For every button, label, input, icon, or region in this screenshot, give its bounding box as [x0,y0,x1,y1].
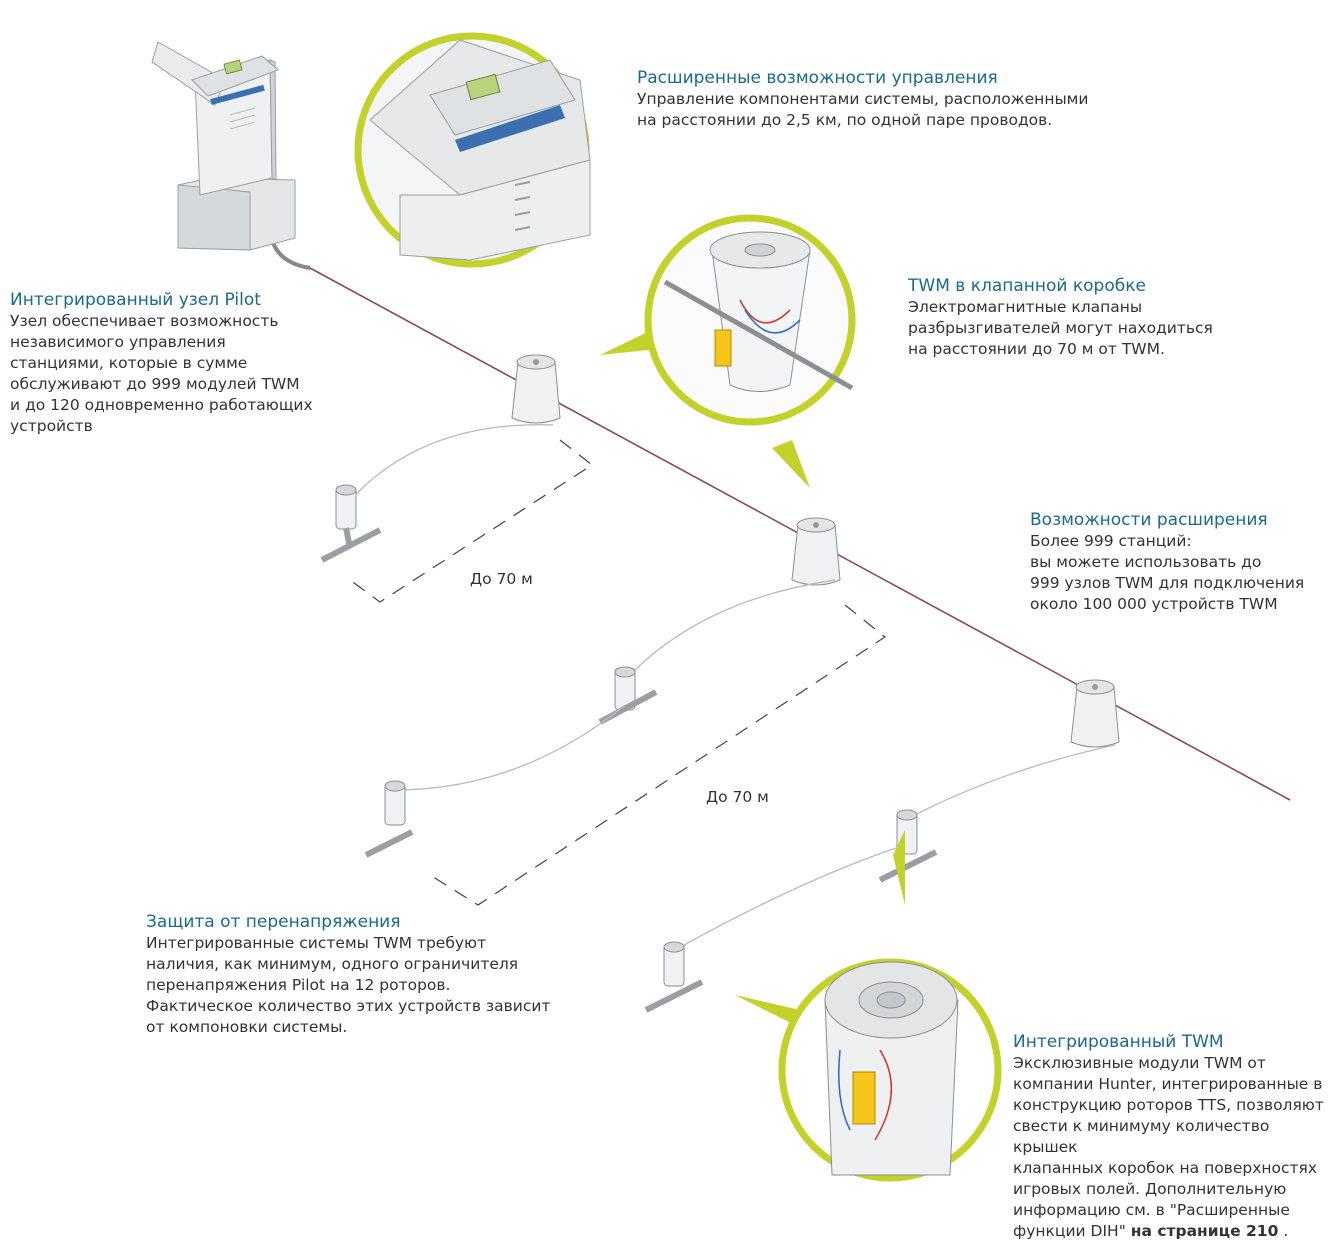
controller-zoom-circle [354,32,591,268]
callout-surge-body: Интегрированные системы TWM требуют нали… [146,934,551,1036]
distance-label-1: До 70 м [470,570,533,588]
rotor-2 [598,579,836,725]
callout-valvebox-body: Электромагнитные клапаны разбрызгивателе… [908,298,1213,358]
rotor-4 [878,744,1116,883]
callout-pilot: Интегрированный узел Pilot Узел обеспечи… [10,290,370,437]
callout-advanced-title: Расширенные возможности управления [637,68,998,88]
callout-surge-title: Защита от перенапряжения [146,912,401,932]
twm-box-1 [511,354,561,424]
callout-pilot-title: Интегрированный узел Pilot [10,290,261,310]
callout-valvebox: TWM в клапанной коробке Электромагнитные… [908,276,1268,360]
callout-surge: Защита от перенапряжения Интегрированные… [146,912,606,1038]
page-reference-link[interactable]: на странице 210 [1130,1222,1279,1240]
range-boundary-2 [429,604,887,906]
valvebox-zoom-circle [600,214,856,488]
callout-integrated-tail: . [1278,1222,1289,1240]
rotor-5 [644,844,906,1013]
callout-expansion-body: Более 999 станций: вы можете использоват… [1030,532,1305,613]
rotor-3 [364,704,626,858]
callout-pilot-body: Узел обеспечивает возможность независимо… [10,312,313,435]
callout-expansion-title: Возможности расширения [1030,510,1268,530]
callout-advanced-body: Управление компонентами системы, располо… [637,90,1089,129]
rotor-1 [320,424,554,563]
callout-integrated-body: Эксклюзивные модули TWM от компании Hunt… [1013,1054,1324,1240]
callout-expansion: Возможности расширения Более 999 станций… [1030,510,1336,615]
callout-integrated-title: Интегрированный TWM [1013,1032,1224,1052]
twm-box-3 [1070,679,1120,748]
twm-box-2 [791,517,841,586]
distance-label-2: До 70 м [706,788,769,806]
callout-integrated: Интегрированный TWM Эксклюзивные модули … [1013,1032,1336,1242]
integrated-twm-zoom-circle [735,830,1002,1182]
pilot-controller-image [151,41,296,251]
callout-advanced: Расширенные возможности управления Управ… [637,68,1197,131]
callout-valvebox-title: TWM в клапанной коробке [908,276,1146,296]
